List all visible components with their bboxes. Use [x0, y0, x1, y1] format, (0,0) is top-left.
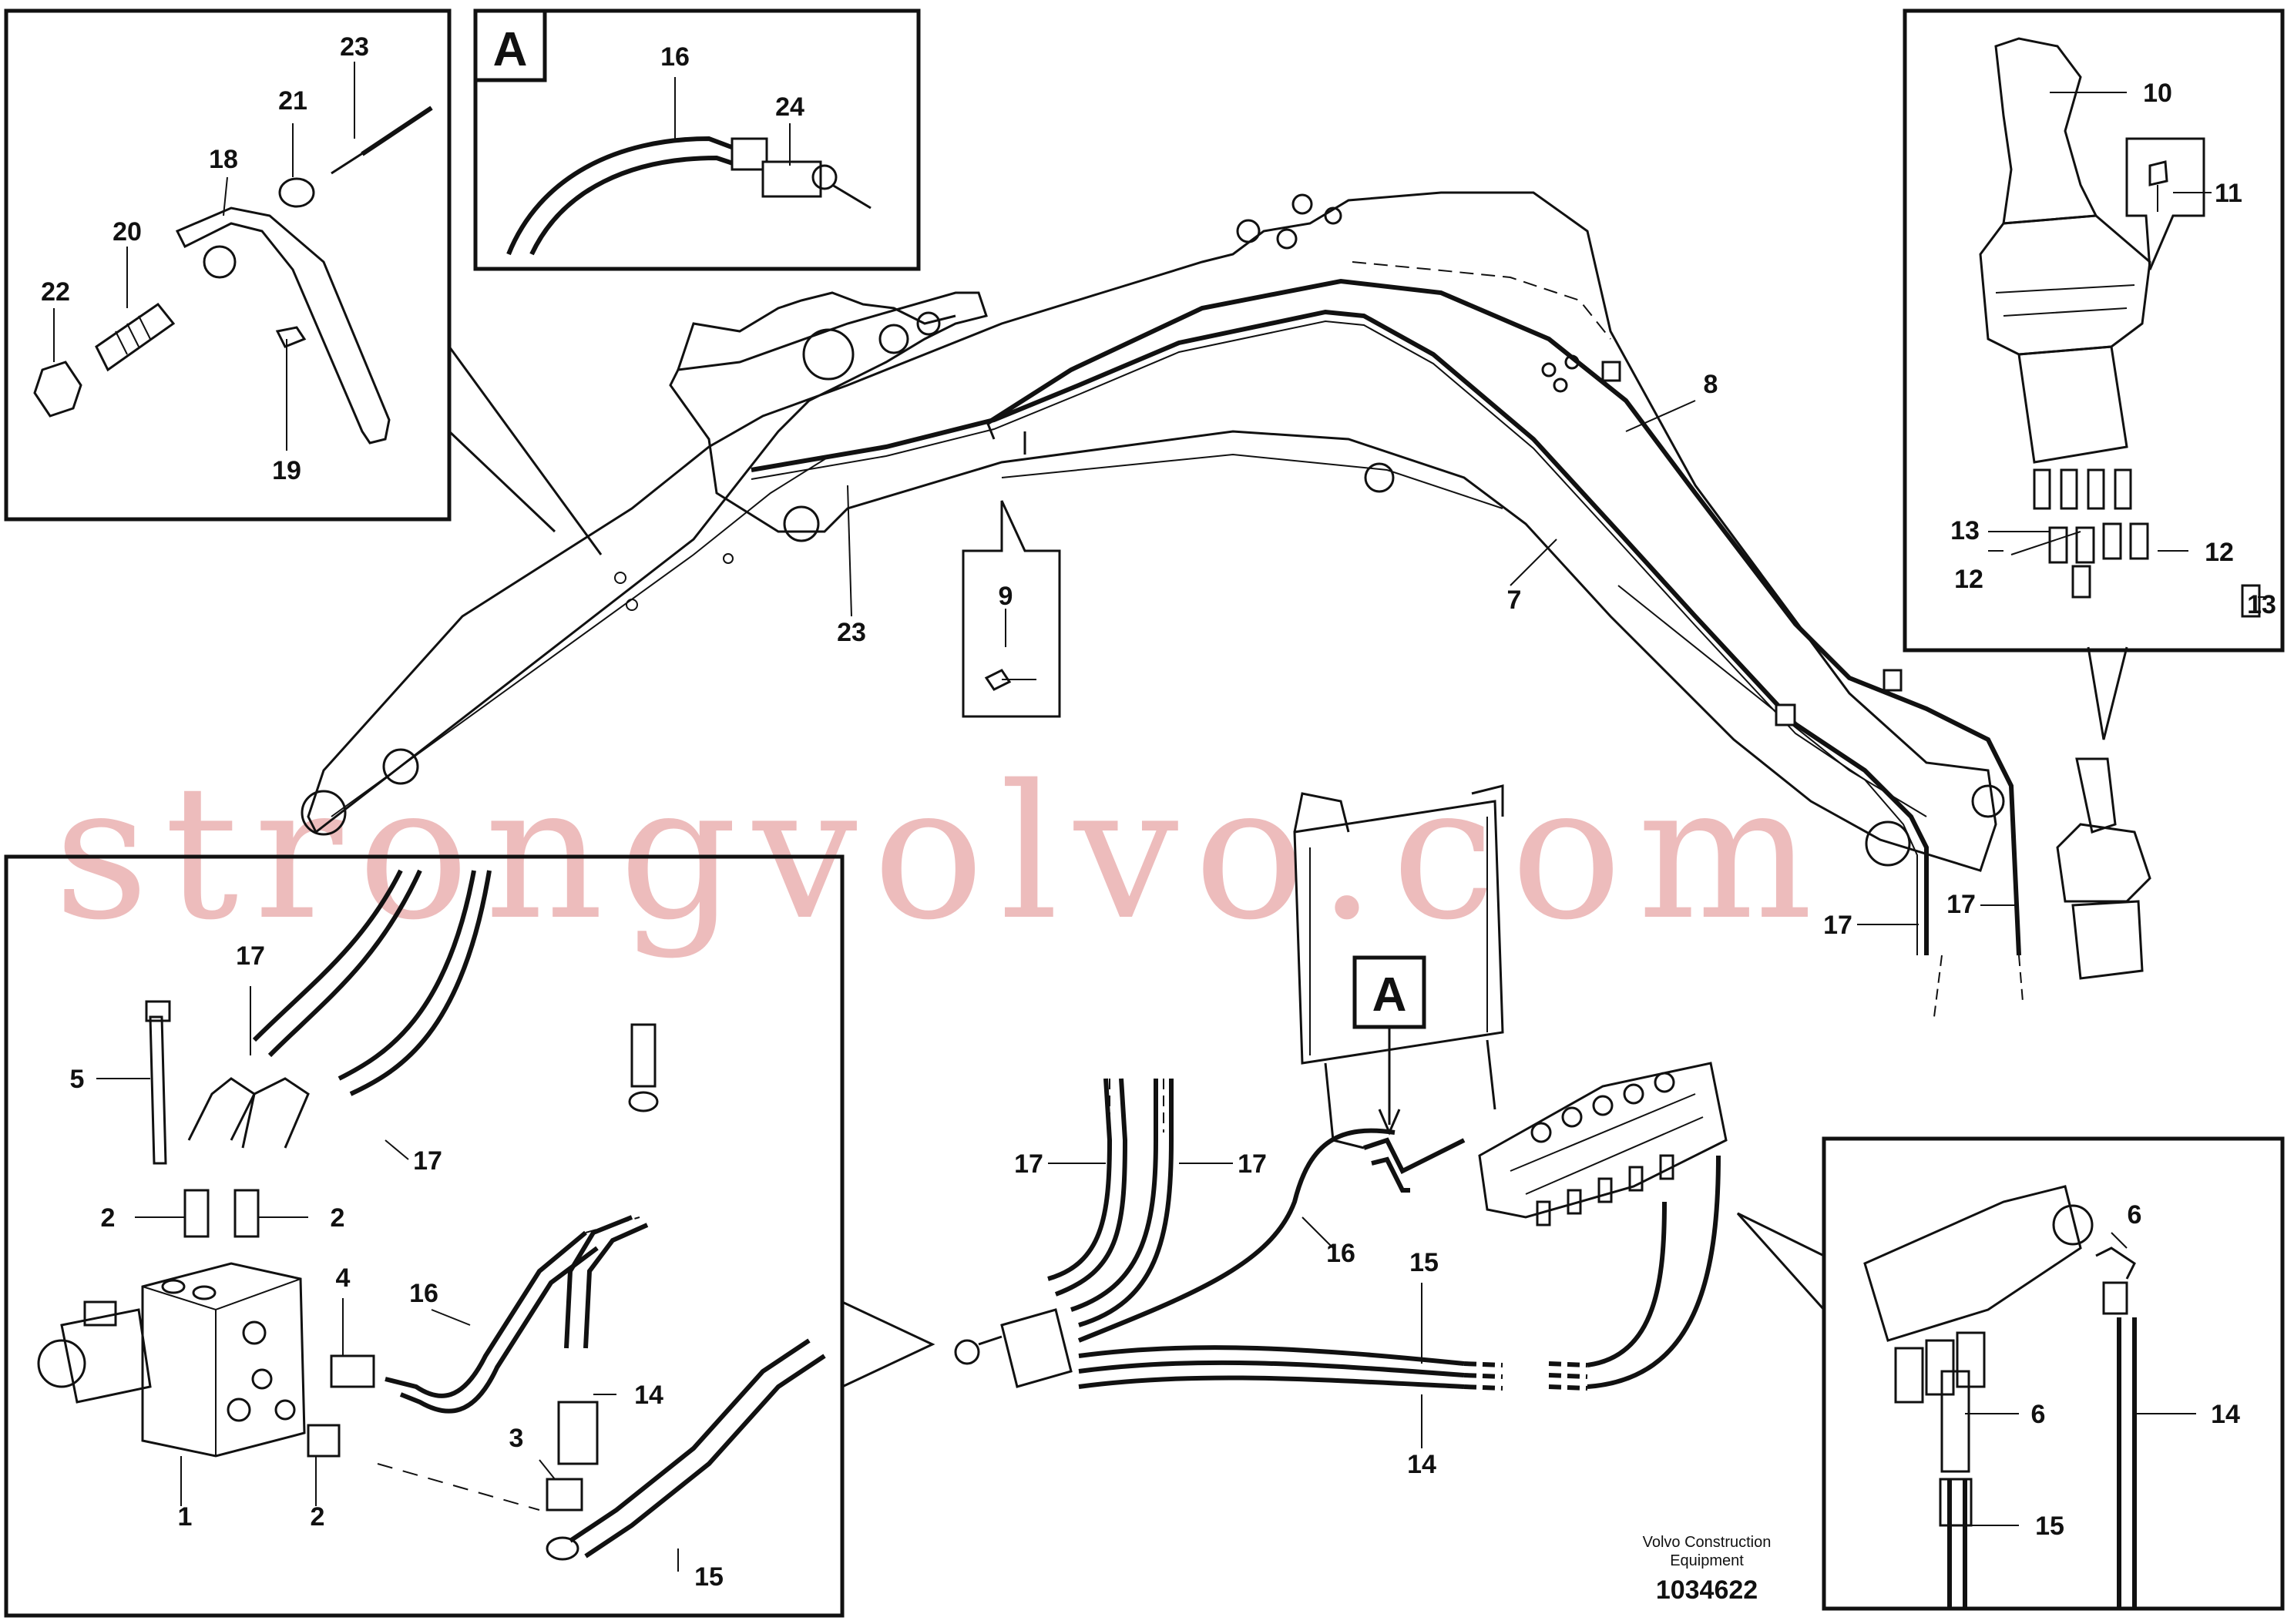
label-13: 13 [2247, 590, 2276, 619]
view-a-arrow-label: A [1372, 968, 1407, 1022]
detail-box-valve-block [4, 854, 935, 1618]
view-a-arrow: A [1352, 955, 1426, 1136]
label-14: 14 [1407, 1450, 1436, 1479]
label-17: 17 [1823, 911, 1852, 940]
label-2: 2 [311, 1502, 325, 1532]
label-12: 12 [2205, 538, 2234, 567]
callout-9 [962, 500, 1061, 718]
credit-line-1: Volvo Construction [1643, 1534, 1772, 1551]
label-7: 7 [1507, 586, 1522, 615]
boom-assembly [301, 191, 2005, 872]
watermark-text: strongvolvo.com [54, 745, 1829, 961]
label-10: 10 [2143, 79, 2172, 108]
joystick-small [2056, 757, 2151, 980]
label-17: 17 [1238, 1149, 1267, 1179]
credit-line-2: Equipment [1670, 1552, 1744, 1569]
label-14: 14 [2211, 1400, 2240, 1429]
label-22: 22 [41, 277, 70, 307]
label-4: 4 [336, 1263, 351, 1293]
label-2: 2 [331, 1203, 345, 1233]
label-23: 23 [340, 32, 369, 62]
detail-box-joystick [1903, 8, 2285, 740]
label-13: 13 [1950, 516, 1980, 545]
label-2: 2 [101, 1203, 116, 1233]
label-20: 20 [113, 217, 142, 247]
detail-box-view-a: A [473, 8, 921, 271]
label-14: 14 [634, 1381, 663, 1410]
view-a-marker: A [493, 23, 528, 76]
item-labels: 1 2 2 2 3 4 5 6 6 7 8 9 10 11 12 12 13 1… [41, 32, 2276, 1592]
title-block: Volvo Construction Equipment 1034622 [1643, 1534, 1772, 1605]
label-1: 1 [178, 1502, 193, 1532]
label-16: 16 [660, 42, 690, 72]
label-15: 15 [1409, 1248, 1439, 1277]
document-number: 1034622 [1656, 1575, 1758, 1605]
label-15: 15 [2035, 1512, 2064, 1541]
boom-hoses [751, 261, 2024, 1018]
main-leaders [847, 400, 2019, 1448]
label-5: 5 [70, 1065, 85, 1094]
control-valve [1363, 1062, 1728, 1226]
label-6: 6 [2031, 1400, 2046, 1429]
label-17: 17 [236, 941, 265, 971]
label-17: 17 [1014, 1149, 1043, 1179]
label-16: 16 [409, 1279, 438, 1308]
label-16: 16 [1326, 1239, 1355, 1268]
detail-box-18-23 [4, 8, 603, 555]
label-19: 19 [272, 456, 301, 485]
label-8: 8 [1704, 370, 1718, 399]
label-15: 15 [694, 1562, 724, 1592]
label-3: 3 [509, 1424, 524, 1453]
label-18: 18 [209, 145, 238, 174]
detail-box-valve-section [1736, 1136, 2285, 1611]
label-23: 23 [837, 618, 866, 647]
label-24: 24 [775, 92, 804, 122]
label-12: 12 [1954, 565, 1983, 594]
label-9: 9 [999, 582, 1013, 611]
label-11: 11 [2215, 179, 2242, 208]
label-21: 21 [278, 86, 307, 116]
label-6: 6 [2128, 1200, 2142, 1230]
hose-set-middle [954, 1078, 1721, 1391]
label-17: 17 [413, 1146, 442, 1176]
label-17: 17 [1946, 890, 1976, 919]
